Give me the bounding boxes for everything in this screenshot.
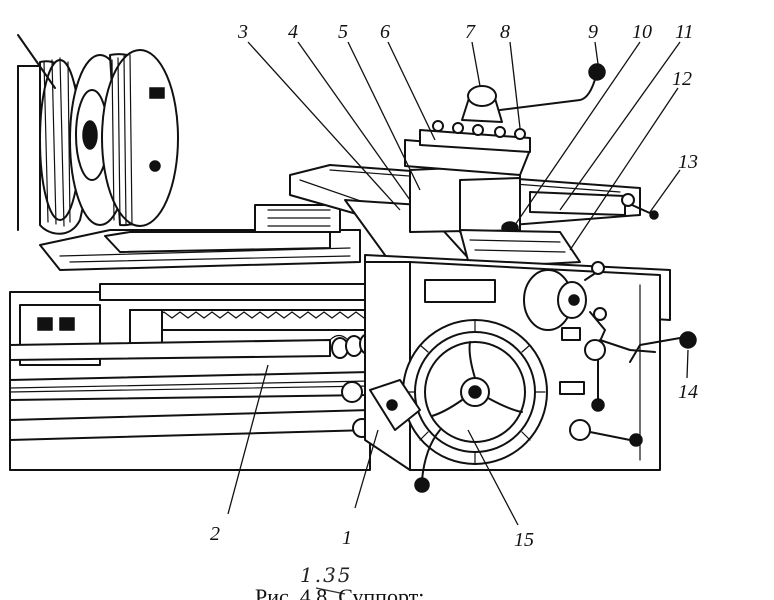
callout-7: 7 [465,21,476,43]
apron-drawing [364,254,697,493]
callout-12: 12 [672,68,692,90]
leader-lines [227,41,689,526]
handwritten-page-number: 1.35 [300,563,353,587]
callout-10: 10 [632,21,652,43]
callout-8: 8 [500,21,510,43]
callout-2: 2 [210,523,220,545]
callout-1: 1 [342,527,352,549]
chuck-drawing [17,34,179,235]
figure-caption: Рис. 4.8. Суппорт: [255,584,424,600]
callout-11: 11 [675,21,694,43]
callout-6: 6 [380,21,390,43]
callout-14: 14 [678,381,698,403]
lathe-bed [9,204,377,471]
callout-15: 15 [514,529,534,551]
callout-13: 13 [678,151,698,173]
callout-3: 3 [237,21,248,43]
callout-5: 5 [338,21,348,43]
carriage-assembly [289,63,659,269]
callout-9: 9 [588,21,598,43]
callout-4: 4 [288,21,298,43]
